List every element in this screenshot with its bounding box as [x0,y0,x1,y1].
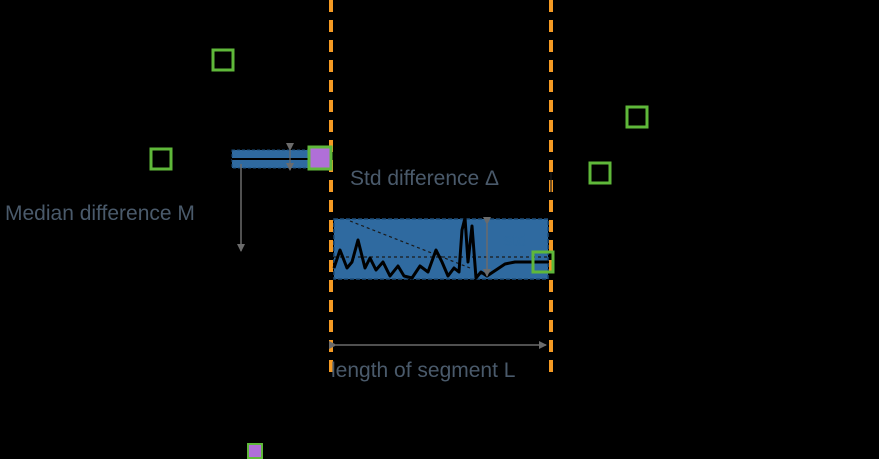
green-square-icon [625,105,649,129]
segment-band [333,218,549,280]
std-difference-label: Std difference Δ [350,167,500,190]
purple-square-icon [247,443,263,459]
green-square-icon [588,161,612,185]
purple-square-icon [307,145,333,171]
green-square-icon [149,147,173,171]
std-inner-label: std [503,230,528,250]
green-square-icon [211,48,235,72]
green-square-icon [531,250,555,274]
median-difference-label: Median difference M [5,202,195,225]
length-of-segment-label: length of segment L [331,359,516,382]
